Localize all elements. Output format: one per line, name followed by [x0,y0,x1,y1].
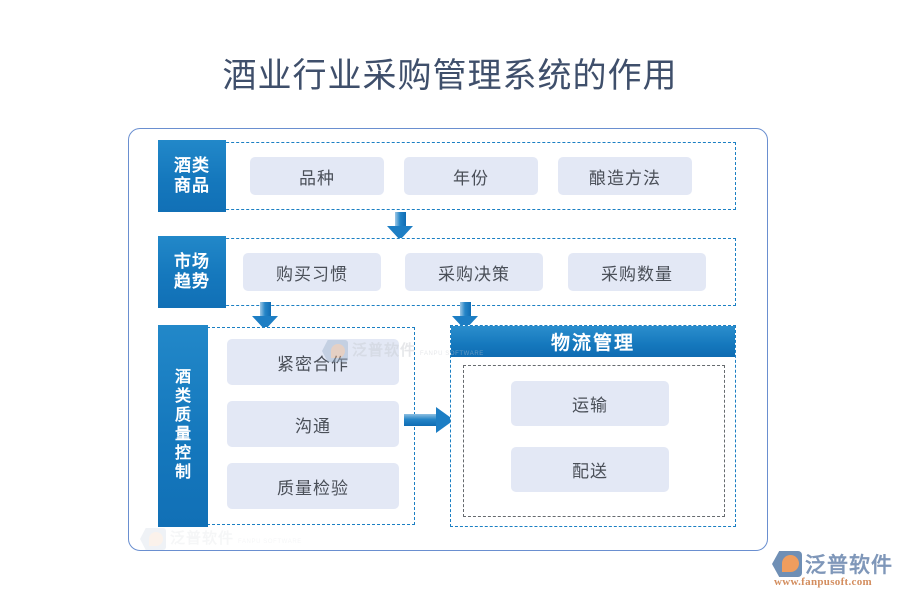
quality-label-char-1: 酒 [174,369,191,387]
chip-logistics-transport[interactable]: 运输 [511,381,669,426]
row-label-goods[interactable]: 酒类 商品 [158,140,226,212]
page-title: 酒业行业采购管理系统的作用 [222,58,678,95]
logistics-header: 物流管理 [451,326,735,357]
quality-label-char-6: 制 [174,463,191,481]
row-label-market-line2: 趋势 [174,272,210,291]
chip-quality-communication[interactable]: 沟通 [227,401,399,447]
quality-label-char-4: 量 [174,426,191,443]
brand-logo-icon [772,551,802,577]
brand-logo[interactable]: 泛普软件 www.fanpusoft.com [772,548,892,594]
chip-goods-vintage[interactable]: 年份 [404,157,538,195]
arrow-quality-to-logistics-icon [404,407,454,433]
chip-goods-brewing-method[interactable]: 酿造方法 [558,157,692,195]
logistics-panel: 物流管理 [450,325,736,527]
row-label-market[interactable]: 市场 趋势 [158,236,226,308]
row-label-goods-line2: 商品 [174,176,210,195]
row-label-goods-line1: 酒类 [174,155,210,175]
chip-logistics-delivery[interactable]: 配送 [511,447,669,492]
chip-quality-close-cooperation[interactable]: 紧密合作 [227,339,399,385]
row-label-market-line1: 市场 [174,251,210,271]
brand-logo-name: 泛普软件 [805,553,893,577]
quality-label-char-5: 控 [174,444,191,462]
chip-market-purchase-decision[interactable]: 采购决策 [405,253,543,291]
chip-market-purchase-quantity[interactable]: 采购数量 [568,253,706,291]
chip-quality-inspection[interactable]: 质量检验 [227,463,399,509]
chip-goods-variety[interactable]: 品种 [250,157,384,195]
brand-logo-url: www.fanpusoft.com [774,576,872,588]
arrow-goods-to-market-icon [387,212,413,240]
quality-label-char-2: 类 [174,388,191,406]
quality-label[interactable]: 酒 类 质 量 控 制 [158,325,208,527]
quality-label-char-3: 质 [174,407,191,425]
chip-market-buying-habits[interactable]: 购买习惯 [243,253,381,291]
logistics-inner-frame [463,365,725,517]
arrow-market-to-quality-icon [252,302,278,330]
